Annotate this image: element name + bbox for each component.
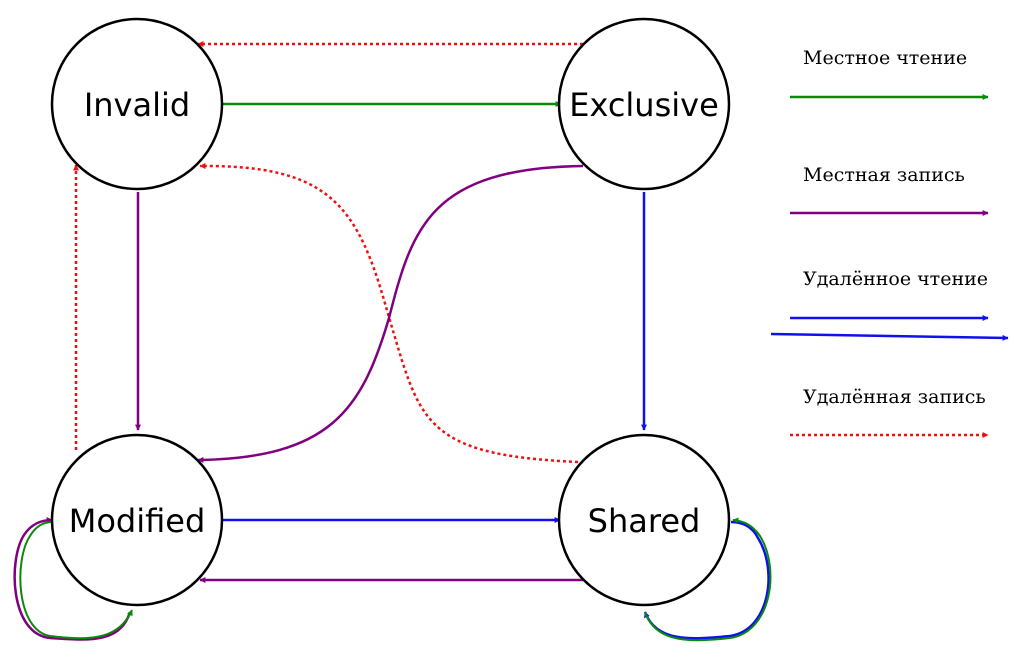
state-shared: Shared <box>557 433 731 607</box>
state-modified-circle <box>50 433 224 607</box>
legend-item-local-read: Местное чтение <box>790 47 989 100</box>
state-modified-label: Modified <box>69 502 206 540</box>
legend: Местное чтение Местная запись Удалённое … <box>770 47 1009 438</box>
state-exclusive-label: Exclusive <box>569 86 719 124</box>
state-exclusive: Exclusive <box>557 17 731 191</box>
legend-remote-read-label: Удалённое чтение <box>803 268 988 290</box>
legend-item-local-write: Местная запись <box>790 164 989 216</box>
legend-remote-read-arrow-second <box>770 332 1009 341</box>
legend-local-write-label: Местная запись <box>803 164 965 186</box>
edge-exclusive-to-modified-local-write <box>197 164 584 463</box>
legend-item-remote-read: Удалённое чтение <box>770 268 1009 341</box>
loop-shared-remote-read <box>643 520 770 640</box>
state-shared-label: Shared <box>588 502 701 540</box>
state-modified: Modified <box>50 433 224 607</box>
loop-modified-local-write <box>13 517 132 641</box>
legend-local-read-label: Местное чтение <box>803 47 967 69</box>
legend-item-remote-write: Удалённая запись <box>790 386 989 438</box>
state-shared-circle <box>557 433 731 607</box>
state-exclusive-circle <box>557 17 731 191</box>
state-invalid: Invalid <box>50 17 224 191</box>
loop-modified-local-read <box>19 521 133 640</box>
loop-shared-local-read <box>644 517 772 642</box>
edge-shared-to-invalid-remote-write <box>199 162 579 464</box>
legend-remote-write-label: Удалённая запись <box>803 386 986 408</box>
state-invalid-label: Invalid <box>84 86 190 124</box>
state-invalid-circle <box>50 17 224 191</box>
